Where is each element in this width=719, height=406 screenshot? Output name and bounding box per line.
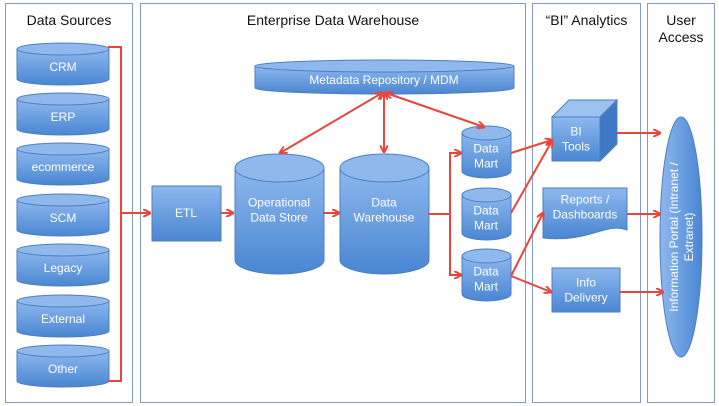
arrow-metadata-mart (386, 93, 484, 127)
data-mart-label: Data (473, 142, 499, 156)
source-label: Other (48, 362, 78, 376)
metadata-repository-db: Metadata Repository / MDM (254, 59, 515, 95)
source-db-scm: SCM (16, 193, 110, 237)
arrow-dw-to-mart3 (449, 214, 461, 275)
source-db-crm: CRM (16, 42, 110, 86)
bi-tools-label: Tools (562, 140, 590, 154)
arrow-mart2-to-bi-tools (510, 141, 552, 214)
information-portal: Information Portal (Intranet /Extranet) (659, 116, 703, 358)
data-mart-label: Data (473, 265, 499, 279)
info-delivery-label: Info (576, 276, 596, 290)
source-label: SCM (50, 211, 77, 225)
source-db-other: Other (16, 344, 110, 388)
source-db-erp: ERP (16, 92, 110, 136)
source-label: ecommerce (32, 160, 95, 174)
source-db-external: External (16, 294, 110, 338)
source-db-legacy: Legacy (16, 243, 110, 287)
info-delivery-label: Delivery (564, 291, 607, 305)
portal-label: Information Portal (Intranet / (667, 162, 681, 312)
source-label: CRM (49, 60, 76, 74)
metadata-label: Metadata Repository / MDM (309, 73, 458, 87)
ods-label: Data Store (250, 211, 308, 225)
arrow-mart3-to-reports (510, 213, 543, 277)
source-label: External (41, 312, 85, 326)
data-mart-label: Mart (474, 219, 499, 233)
panel-title-user-access: User Access (648, 12, 714, 46)
dw-label: Data (371, 196, 397, 210)
data-mart-label: Mart (474, 157, 499, 171)
panel-title-bi: “BI” Analytics (545, 12, 628, 28)
user-access-line2: Access (658, 29, 704, 45)
etl-label: ETL (175, 206, 197, 220)
user-access-line1: User (666, 12, 696, 28)
etl-box: ETL (151, 185, 222, 242)
reports-label: Reports / (561, 193, 610, 207)
arrow-dw-to-mart1 (449, 153, 461, 214)
ods-label: Operational (248, 196, 310, 210)
source-label: Legacy (44, 261, 83, 275)
source-db-ecommerce: ecommerce (16, 142, 110, 186)
panel-title-edw: Enterprise Data Warehouse (246, 12, 420, 28)
data-mart-label: Mart (474, 280, 499, 294)
panel-title-data-sources: Data Sources (26, 12, 112, 28)
reports-label: Dashboards (553, 208, 618, 222)
source-label: ERP (51, 110, 76, 124)
portal-label: Extranet) (682, 213, 696, 262)
arrow-metadata-ods (280, 93, 382, 153)
arrow-mart3-to-info (510, 275, 551, 292)
data-mart-label: Data (473, 204, 499, 218)
dw-label: Warehouse (354, 211, 415, 225)
sources-bracket (108, 46, 122, 382)
reports-dashboards-doc: Reports /Dashboards (542, 187, 628, 240)
bi-tools-label: BI (570, 125, 581, 139)
